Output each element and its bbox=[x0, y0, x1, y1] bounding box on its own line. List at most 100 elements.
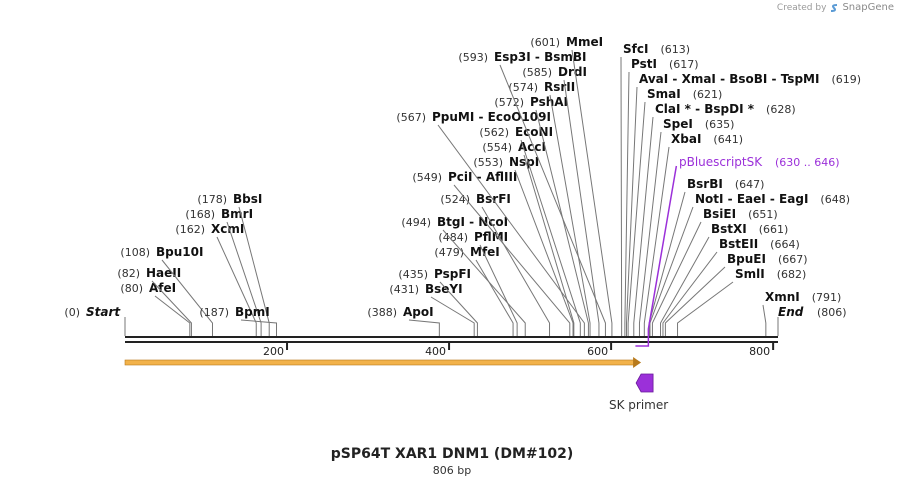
enzyme-position: (641) bbox=[713, 133, 743, 146]
feature-range: (630 .. 646) bbox=[775, 156, 840, 169]
feature-pbluescriptsk-marker bbox=[635, 165, 678, 347]
enzyme-position: (553) bbox=[473, 156, 503, 169]
enzyme-site-line bbox=[638, 131, 662, 336]
enzyme-name: AccI bbox=[518, 140, 546, 154]
enzyme-position: (601) bbox=[530, 36, 560, 49]
enzyme-site-line bbox=[677, 281, 734, 336]
enzyme-name: XmnI bbox=[765, 290, 800, 304]
enzyme-position: (664) bbox=[770, 238, 800, 251]
enzyme-name: PpuMI - EcoO109I bbox=[432, 110, 551, 124]
enzyme-position: (628) bbox=[766, 103, 796, 116]
enzyme-name: MfeI bbox=[470, 245, 500, 259]
enzyme-position: (494) bbox=[401, 216, 431, 229]
enzyme-site-line bbox=[437, 124, 585, 336]
enzyme-site-line bbox=[154, 295, 191, 336]
enzyme-site-line bbox=[660, 236, 710, 336]
enzyme-position: (388) bbox=[367, 306, 397, 319]
snapgene-credit: Created by SnapGene bbox=[777, 2, 894, 13]
enzyme-site-line bbox=[520, 139, 581, 336]
enzyme-site-line bbox=[439, 281, 478, 336]
enzyme-site-line bbox=[161, 259, 213, 336]
enzyme-site-line bbox=[216, 236, 257, 336]
enzyme-name: BpmI bbox=[235, 305, 270, 319]
enzyme-name: PshAI bbox=[530, 95, 568, 109]
enzyme-name: DrdI bbox=[558, 65, 587, 79]
enzyme-position: (178) bbox=[197, 193, 227, 206]
enzyme-site-line bbox=[408, 319, 440, 336]
map-title: pSP64T XAR1 DNM1 (DM#102) bbox=[330, 446, 574, 462]
enzyme-position: (661) bbox=[759, 223, 789, 236]
enzyme-position: (621) bbox=[693, 88, 723, 101]
enzyme-site-line bbox=[475, 259, 514, 336]
enzyme-name: XbaI bbox=[671, 132, 701, 146]
enzyme-name: SmaI bbox=[647, 87, 681, 101]
enzyme-name: PstI bbox=[631, 57, 657, 71]
enzyme-name: ApoI bbox=[403, 305, 434, 319]
enzyme-position: (635) bbox=[705, 118, 735, 131]
enzyme-name: Bpu10I bbox=[156, 245, 203, 259]
enzyme-position: (667) bbox=[778, 253, 808, 266]
enzyme-name: BsrBI bbox=[687, 177, 723, 191]
primer-label: SK primer bbox=[609, 398, 669, 412]
enzyme-site-line bbox=[624, 71, 630, 336]
enzyme-site-line bbox=[514, 169, 574, 336]
enzyme-name: Esp3I - BsmBI bbox=[494, 50, 586, 64]
enzyme-position: (549) bbox=[412, 171, 442, 184]
enzyme-name: HaeII bbox=[146, 266, 181, 280]
ruler-tick-label: 800 bbox=[749, 345, 770, 358]
enzyme-position: (162) bbox=[175, 223, 205, 236]
orf-bar bbox=[124, 359, 636, 366]
enzyme-name: SpeI bbox=[663, 117, 693, 131]
enzyme-position: (617) bbox=[669, 58, 699, 71]
enzyme-position: (187) bbox=[199, 306, 229, 319]
enzyme-site-line bbox=[662, 251, 718, 336]
enzyme-site-line bbox=[453, 184, 571, 336]
enzyme-position: (619) bbox=[831, 73, 861, 86]
enzyme-position: (647) bbox=[735, 178, 765, 191]
credit-prefix: Created by bbox=[776, 2, 827, 13]
enzyme-name: RsrII bbox=[544, 80, 575, 94]
enzyme-position: (431) bbox=[389, 283, 419, 296]
start-label: Start bbox=[86, 305, 121, 319]
enzyme-site-line bbox=[549, 94, 591, 336]
ruler-tick-label: 400 bbox=[425, 345, 446, 358]
enzyme-site-line bbox=[479, 244, 518, 336]
enzyme-position: (82) bbox=[117, 267, 140, 280]
enzyme-name: BseYI bbox=[425, 282, 463, 296]
enzyme-position: (484) bbox=[438, 231, 468, 244]
enzyme-site-line bbox=[238, 206, 270, 336]
enzyme-site-line bbox=[535, 109, 589, 336]
enzyme-site-line bbox=[648, 191, 686, 336]
enzyme-position: (524) bbox=[440, 193, 470, 206]
start-position: (0) bbox=[64, 306, 80, 319]
enzyme-site-line bbox=[226, 221, 262, 336]
enzyme-name: BmrI bbox=[221, 207, 253, 221]
enzyme-position: (108) bbox=[120, 246, 150, 259]
enzyme-name: SmlI bbox=[735, 267, 765, 281]
enzyme-position: (80) bbox=[120, 282, 143, 295]
ruler-tick-label: 200 bbox=[263, 345, 284, 358]
enzyme-position: (585) bbox=[522, 66, 552, 79]
credit-brand: SnapGene bbox=[842, 2, 894, 13]
enzyme-site-line bbox=[442, 229, 526, 336]
enzyme-position: (593) bbox=[458, 51, 488, 64]
enzyme-position: (168) bbox=[185, 208, 215, 221]
enzyme-name: BbsI bbox=[233, 192, 262, 206]
enzyme-name: BsiEI bbox=[703, 207, 736, 221]
enzyme-site-line bbox=[664, 266, 726, 336]
enzyme-name: MmeI bbox=[566, 35, 603, 49]
enzyme-position: (554) bbox=[482, 141, 512, 154]
enzyme-site-line bbox=[523, 154, 575, 336]
enzyme-position: (567) bbox=[396, 111, 426, 124]
enzyme-position: (651) bbox=[748, 208, 778, 221]
enzyme-name: BsrFI bbox=[476, 192, 511, 206]
enzyme-name: BtgI - NcoI bbox=[437, 215, 508, 229]
enzyme-name: PciI - AflIII bbox=[448, 170, 517, 184]
enzyme-position: (648) bbox=[820, 193, 850, 206]
enzyme-site-line bbox=[151, 280, 192, 336]
end-position: (806) bbox=[817, 306, 847, 319]
sk-primer-arrow bbox=[635, 373, 654, 393]
enzyme-name: AvaI - XmaI - BsoBI - TspMI bbox=[639, 72, 819, 86]
enzyme-site-line bbox=[499, 64, 606, 336]
enzyme-position: (791) bbox=[812, 291, 842, 304]
